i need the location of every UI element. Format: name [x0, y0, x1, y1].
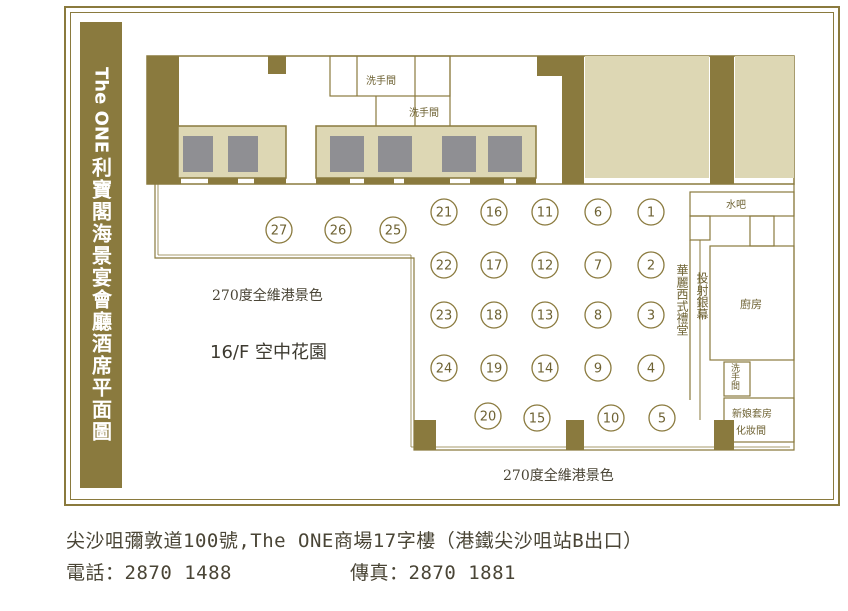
table-number-11: 11 — [537, 206, 554, 221]
table-number-5: 5 — [658, 412, 666, 427]
label-washroom-1: 洗手間 — [366, 76, 396, 87]
table-number-7: 7 — [594, 259, 602, 274]
table-24 — [430, 354, 458, 382]
column — [147, 56, 179, 184]
table-number-20: 20 — [480, 410, 497, 425]
column — [268, 56, 286, 74]
table-number-25: 25 — [385, 224, 402, 239]
table-4 — [637, 354, 665, 382]
table-number-21: 21 — [436, 206, 453, 221]
table-14 — [531, 354, 559, 382]
table-number-16: 16 — [486, 206, 503, 221]
table-3 — [637, 301, 665, 329]
table-20 — [474, 402, 502, 430]
column — [537, 56, 562, 76]
light-panel — [735, 56, 794, 178]
screen-block — [378, 136, 412, 172]
label-dressing-room: 化妝間 — [736, 426, 766, 437]
table-15 — [523, 404, 551, 432]
table-2 — [637, 251, 665, 279]
table-number-18: 18 — [486, 309, 503, 324]
title-zh: 利寶閣海景宴會廳酒席平面圖 — [88, 157, 113, 444]
table-number-9: 9 — [594, 362, 602, 377]
table-number-6: 6 — [594, 206, 602, 221]
table-10 — [597, 404, 625, 432]
table-number-19: 19 — [486, 362, 503, 377]
table-1 — [637, 198, 665, 226]
table-9 — [584, 354, 612, 382]
table-number-4: 4 — [647, 362, 655, 377]
table-17 — [480, 251, 508, 279]
tables-layer: 1234567891011121314151617181920212223242… — [265, 198, 676, 432]
screen-block — [442, 136, 476, 172]
screen-block — [330, 136, 364, 172]
table-6 — [584, 198, 612, 226]
table-number-1: 1 — [647, 206, 655, 221]
washroom-small — [723, 361, 751, 397]
table-number-3: 3 — [647, 309, 655, 324]
screen-block — [183, 136, 213, 172]
table-18 — [480, 301, 508, 329]
table-27 — [265, 216, 293, 244]
table-number-23: 23 — [436, 309, 453, 324]
table-5 — [648, 404, 676, 432]
column — [710, 56, 734, 184]
table-number-13: 13 — [537, 309, 554, 324]
table-21 — [430, 198, 458, 226]
label-water-bar: 水吧 — [726, 200, 746, 211]
table-7 — [584, 251, 612, 279]
table-12 — [531, 251, 559, 279]
footer-phone: 電話：2870 1488 — [66, 562, 232, 584]
table-number-10: 10 — [603, 412, 620, 427]
table-number-12: 12 — [537, 259, 554, 274]
table-number-15: 15 — [529, 412, 546, 427]
label-washroom-small: 洗手間 — [729, 363, 739, 390]
column — [562, 56, 584, 184]
screen-block — [488, 136, 522, 172]
bridal-room — [723, 397, 795, 443]
water-bar — [689, 191, 795, 217]
footer-address: 尖沙咀彌敦道100號,The ONE商場17字樓（港鐵尖沙咀站B出口） — [66, 530, 643, 552]
table-26 — [324, 216, 352, 244]
label-western-hall: 華麗西式禮堂 — [675, 264, 689, 336]
table-number-8: 8 — [594, 309, 602, 324]
title-bar: The ONE 利寶閣海景宴會廳酒席平面圖 — [80, 22, 122, 488]
light-panel — [585, 56, 709, 178]
screen-block — [228, 136, 258, 172]
table-16 — [480, 198, 508, 226]
table-number-24: 24 — [436, 362, 453, 377]
table-number-27: 27 — [271, 224, 288, 239]
table-number-26: 26 — [330, 224, 347, 239]
label-projection-screen: 投射銀幕 — [695, 272, 709, 320]
table-25 — [379, 216, 407, 244]
table-number-17: 17 — [486, 259, 503, 274]
table-number-14: 14 — [537, 362, 554, 377]
label-kitchen: 廚房 — [740, 298, 762, 311]
kitchen — [709, 245, 795, 361]
label-bridal-room: 新娘套房 — [732, 409, 772, 420]
title-en: The ONE — [90, 66, 112, 154]
footer-fax: 傳真：2870 1881 — [350, 562, 516, 584]
table-23 — [430, 301, 458, 329]
table-8 — [584, 301, 612, 329]
label-view-lower: 270度全維港景色 — [503, 468, 614, 484]
label-view-upper: 270度全維港景色 — [212, 288, 323, 304]
label-sky-garden: 16/F 空中花園 — [210, 342, 328, 363]
table-19 — [480, 354, 508, 382]
table-22 — [430, 251, 458, 279]
table-number-22: 22 — [436, 259, 453, 274]
table-11 — [531, 198, 559, 226]
table-number-2: 2 — [647, 259, 655, 274]
table-13 — [531, 301, 559, 329]
inner-frame — [70, 12, 834, 500]
label-washroom-2: 洗手間 — [409, 108, 439, 119]
